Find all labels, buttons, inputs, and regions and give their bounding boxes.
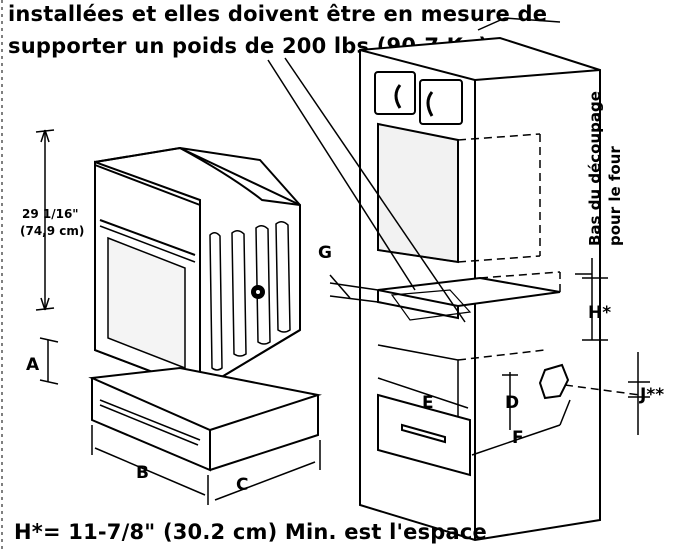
footnote-text: H*= 11-7/8" (30.2 cm) Min. est l'espace — [14, 520, 487, 544]
label-e: E — [422, 393, 434, 413]
label-f: F — [512, 428, 524, 448]
warming-drawer-drawing — [88, 366, 322, 472]
label-g: G — [318, 243, 332, 263]
height-cm-label: (74,9 cm) — [20, 224, 84, 238]
label-a: A — [26, 355, 40, 375]
callout-arrows — [267, 17, 561, 323]
dimension-g — [329, 274, 379, 303]
wall-oven-drawing — [94, 146, 301, 392]
dimension-j — [628, 352, 650, 435]
instruction-text-line-1: installées et elles doivent être en mesu… — [8, 2, 548, 26]
label-b: B — [136, 463, 149, 483]
label-d: D — [505, 393, 519, 413]
dimension-a — [39, 337, 59, 385]
cutout-bottom-label-1: Bas du découpage — [586, 91, 604, 246]
dimension-h — [575, 258, 608, 341]
cabinet-drawing — [359, 36, 641, 542]
label-h: H* — [588, 303, 611, 323]
dimension-e — [377, 377, 469, 409]
dimension-d — [502, 372, 518, 430]
dimension-c — [214, 440, 321, 501]
label-c: C — [236, 475, 248, 495]
cutout-bottom-label-2: pour le four — [606, 146, 624, 246]
label-j: J** — [639, 385, 664, 405]
height-inches-label: 29 1/16" — [22, 207, 79, 221]
dimension-f — [471, 399, 571, 456]
dimension-b — [91, 425, 209, 505]
height-dimension — [35, 129, 55, 311]
